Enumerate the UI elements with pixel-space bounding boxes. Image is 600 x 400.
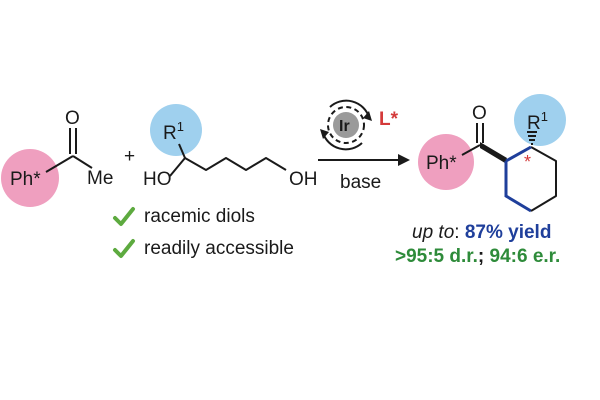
diol-oh-left: HO — [143, 169, 172, 190]
plus-sign: + — [124, 146, 135, 167]
catalyst-metal-label: Ir — [339, 118, 350, 135]
checklist-item-2: readily accessible — [112, 237, 294, 261]
product-r-group: R1 — [527, 109, 548, 134]
iridium-core — [333, 112, 359, 138]
checklist-text: racemic diols — [144, 206, 255, 227]
product-ph-highlight-circle — [418, 134, 474, 190]
results-line-yield: up to: 87% yield — [412, 222, 551, 244]
diol-oh-right: OH — [289, 169, 318, 190]
reaction-arrow-group: Ir L* base — [318, 99, 410, 193]
product-wedge-bond — [480, 142, 507, 163]
product-r-sup: 1 — [541, 109, 548, 124]
checklist-text: readily accessible — [144, 238, 294, 259]
ligand-label: L* — [379, 109, 399, 130]
reaction-arrowhead-icon — [398, 154, 410, 166]
product-ring-old-bonds — [530, 146, 557, 212]
ph-highlight-circle — [1, 149, 59, 207]
cycle-arrowhead-icon — [363, 111, 372, 121]
ketone-reactant: Ph* O Me — [1, 108, 113, 207]
cycle-arrow-icon — [329, 99, 370, 118]
ketone-bond-methyl — [72, 155, 93, 169]
product-aryl-label: Ph* — [426, 153, 457, 174]
product-bond-aryl — [461, 144, 481, 156]
ketone-oxygen-label: O — [65, 108, 80, 129]
cycle-arrowhead-lower-icon — [320, 129, 329, 139]
diol-r-group: R1 — [163, 119, 184, 144]
results-dr: >95:5 d.r. — [395, 246, 478, 267]
catalyst-ring-icon — [327, 106, 365, 144]
results-colon: : — [454, 222, 460, 243]
diol-r-sup: 1 — [177, 119, 184, 134]
r1-highlight-circle — [150, 104, 202, 156]
checklist-item-1: racemic diols — [112, 205, 255, 229]
diol-bond-r1 — [178, 143, 186, 159]
product-ring-new-bonds — [504, 161, 532, 213]
ketone-methyl-label: Me — [87, 168, 113, 189]
product-oxygen-label: O — [472, 103, 487, 124]
product-ring-bond-ca — [505, 145, 532, 163]
ketone-bond-aryl — [45, 155, 74, 173]
ketone-aryl-label: Ph* — [10, 169, 41, 190]
checkmark-icon — [113, 239, 135, 258]
results-yield: 87% yield — [464, 222, 552, 243]
arrow-below-label: base — [340, 172, 381, 193]
checkmark-icon — [113, 207, 135, 226]
results-line-selectivity: >95:5 d.r.; 94:6 e.r. — [395, 246, 560, 268]
results-separator: ; — [477, 246, 485, 267]
cycle-arrow-lower-icon — [322, 132, 363, 151]
product-hashed-bond — [527, 131, 537, 145]
results-er: 94:6 e.r. — [489, 246, 561, 267]
diol-carbon-chain — [169, 157, 287, 177]
results-prefix: up to — [412, 222, 455, 243]
diol-reactant: R1 HO OH — [143, 104, 318, 190]
product-stereo-mark: * — [524, 152, 531, 172]
product: Ph* R1 O * — [418, 94, 566, 213]
